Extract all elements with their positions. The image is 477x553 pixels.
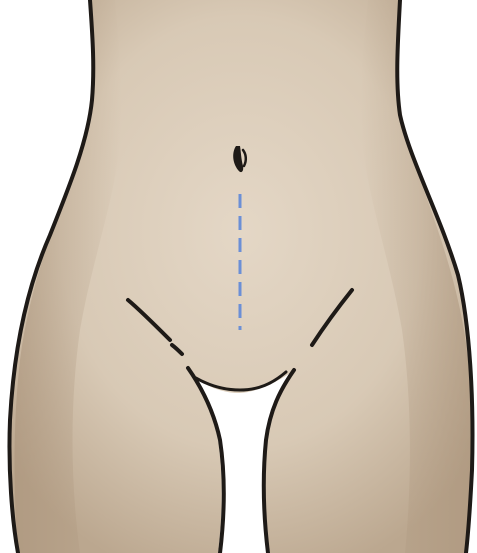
- torso-illustration: [0, 0, 477, 553]
- illustration-canvas: [0, 0, 477, 553]
